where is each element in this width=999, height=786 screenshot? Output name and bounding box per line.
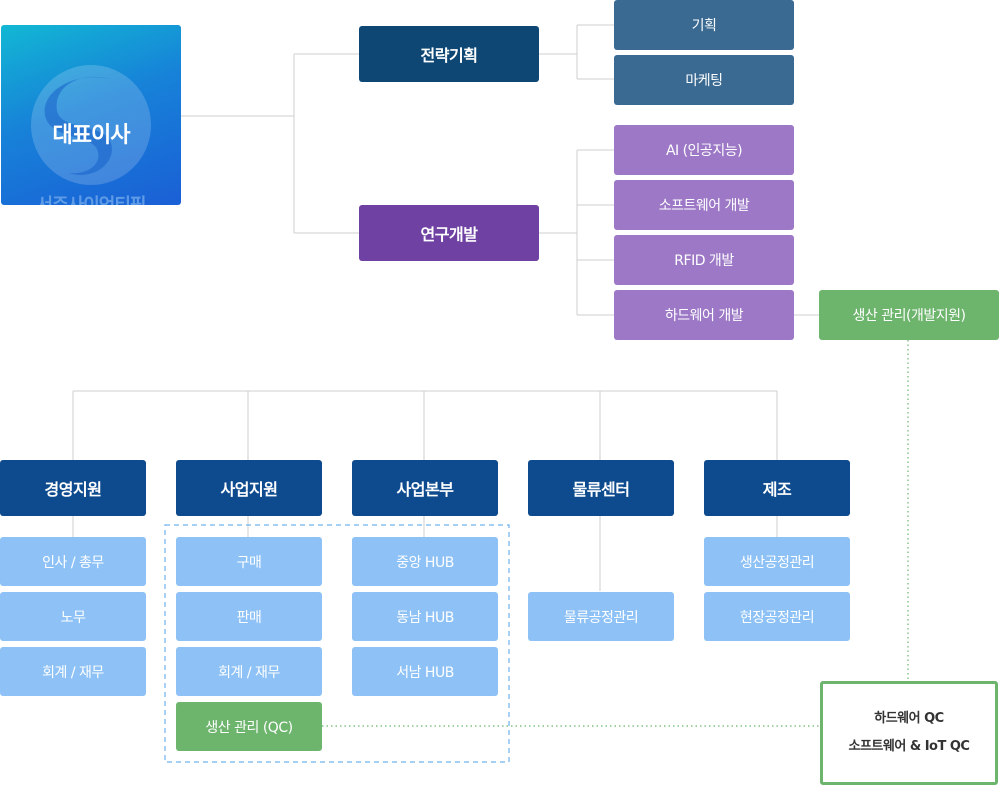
team-planning: 기획	[614, 0, 794, 50]
ceo-title: 대표이사	[52, 123, 131, 148]
qc-hardware: 하드웨어 QC	[874, 711, 944, 726]
team-hardware-dev: 하드웨어 개발	[614, 290, 794, 340]
production-dev-support: 생산 관리(개발지원)	[819, 290, 999, 340]
team-accounting-finance: 회계 / 재무	[0, 647, 146, 696]
team-software-dev: 소프트웨어 개발	[614, 180, 794, 230]
dept-logistics-center: 물류센터	[528, 460, 674, 516]
team-southwest-hub: 서남 HUB	[352, 647, 498, 696]
team-hr-general: 인사 / 총무	[0, 537, 146, 586]
team-central-hub: 중앙 HUB	[352, 537, 498, 586]
team-southeast-hub: 동남 HUB	[352, 592, 498, 641]
team-purchasing: 구매	[176, 537, 322, 586]
team-marketing: 마케팅	[614, 55, 794, 105]
dept-management-support: 경영지원	[0, 460, 146, 516]
team-ai: AI (인공지능)	[614, 125, 794, 175]
division-strategy: 전략기획	[359, 26, 539, 82]
company-name: 서주사이언티픽	[1, 191, 181, 205]
dept-business-hq: 사업본부	[352, 460, 498, 516]
team-logistics-process: 물류공정관리	[528, 592, 674, 641]
team-field-process: 현장공정관리	[704, 592, 850, 641]
qc-software-iot: 소프트웨어 & IoT QC	[848, 739, 970, 754]
team-accounting-finance-2: 회계 / 재무	[176, 647, 322, 696]
division-rnd: 연구개발	[359, 205, 539, 261]
ceo-box: 대표이사 서주사이언티픽	[1, 25, 181, 205]
team-labor: 노무	[0, 592, 146, 641]
dept-business-support: 사업지원	[176, 460, 322, 516]
team-production-qc: 생산 관리 (QC)	[176, 702, 322, 751]
team-rfid-dev: RFID 개발	[614, 235, 794, 285]
team-production-process: 생산공정관리	[704, 537, 850, 586]
team-sales: 판매	[176, 592, 322, 641]
company-logo-icon	[31, 65, 151, 185]
dept-manufacturing: 제조	[704, 460, 850, 516]
qc-box: 하드웨어 QC 소프트웨어 & IoT QC	[820, 681, 998, 785]
